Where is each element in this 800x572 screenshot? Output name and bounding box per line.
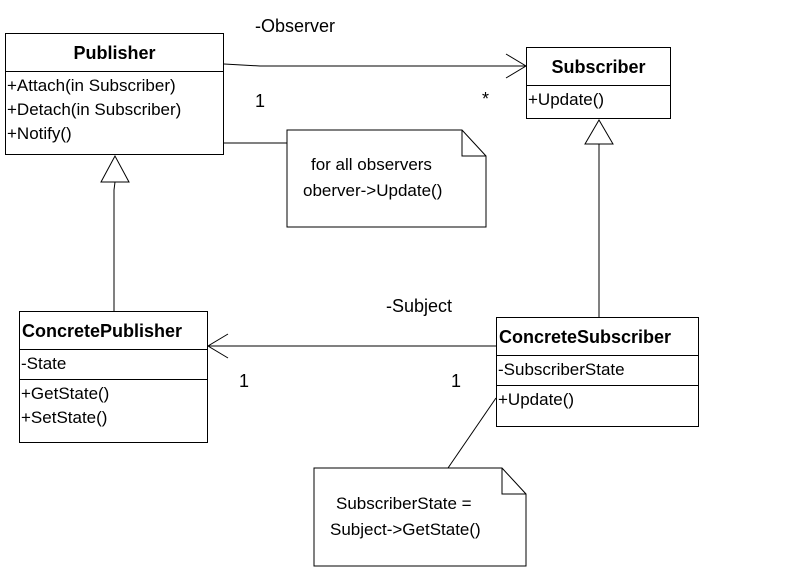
publisher-operation-detach: +Detach(in Subscriber) xyxy=(7,100,182,119)
concrete-publisher-attribute-state: -State xyxy=(21,354,67,373)
publisher-generalization-triangle xyxy=(100,154,130,183)
concrete-publisher-class[interactable]: ConcretePublisher -State +GetState() +Se… xyxy=(19,311,208,443)
subscriber-generalization-triangle xyxy=(584,119,614,145)
notify-note-shape xyxy=(286,129,487,228)
notify-note-line-1: for all observers xyxy=(311,155,432,174)
concrete-subscriber-operations: +Update() xyxy=(497,386,698,415)
concrete-publisher-class-name: ConcretePublisher xyxy=(20,312,207,350)
observer-role-label: -Observer xyxy=(255,16,336,36)
concrete-subscriber-attribute-state: -SubscriberState xyxy=(498,360,625,379)
subject-target-multiplicity: 1 xyxy=(239,371,250,391)
subscriber-class[interactable]: Subscriber +Update() xyxy=(526,47,671,119)
concrete-publisher-attributes: -State xyxy=(20,350,207,380)
notify-note-line-2: oberver->Update() xyxy=(303,181,443,200)
concrete-subscriber-class-name: ConcreteSubscriber xyxy=(497,318,698,356)
subject-role-label: -Subject xyxy=(386,296,453,316)
concrete-publisher-operations: +GetState() +SetState() xyxy=(20,380,207,433)
state-note-anchor xyxy=(447,397,497,469)
subject-association-arrowhead xyxy=(207,333,229,359)
observer-target-multiplicity: * xyxy=(482,89,490,109)
publisher-class[interactable]: Publisher +Attach(in Subscriber) +Detach… xyxy=(5,33,224,155)
concrete-publisher-operation-getstate: +GetState() xyxy=(21,384,110,403)
concrete-subscriber-class[interactable]: ConcreteSubscriber -SubscriberState +Upd… xyxy=(496,317,699,427)
concrete-subscriber-attributes: -SubscriberState xyxy=(497,356,698,386)
subscriber-class-name: Subscriber xyxy=(527,48,670,86)
concrete-publisher-operation-setstate: +SetState() xyxy=(21,408,108,427)
publisher-class-name: Publisher xyxy=(6,34,223,72)
state-note-line-2: Subject->GetState() xyxy=(330,520,481,539)
publisher-generalization-line xyxy=(113,181,116,311)
observer-association-line xyxy=(223,63,526,67)
notify-note-fold xyxy=(461,130,486,157)
state-note-shape xyxy=(313,467,527,567)
concrete-subscriber-operation-update: +Update() xyxy=(498,390,575,409)
subject-source-multiplicity: 1 xyxy=(451,371,462,391)
publisher-operation-attach: +Attach(in Subscriber) xyxy=(7,76,176,95)
publisher-operation-notify: +Notify() xyxy=(7,124,72,143)
subscriber-operation-update: +Update() xyxy=(528,90,605,109)
state-note-fold xyxy=(501,468,526,495)
publisher-operations: +Attach(in Subscriber) +Detach(in Subscr… xyxy=(6,72,223,149)
subscriber-operations: +Update() xyxy=(527,86,670,115)
observer-source-multiplicity: 1 xyxy=(255,91,266,111)
state-note-line-1: SubscriberState = xyxy=(336,494,472,513)
